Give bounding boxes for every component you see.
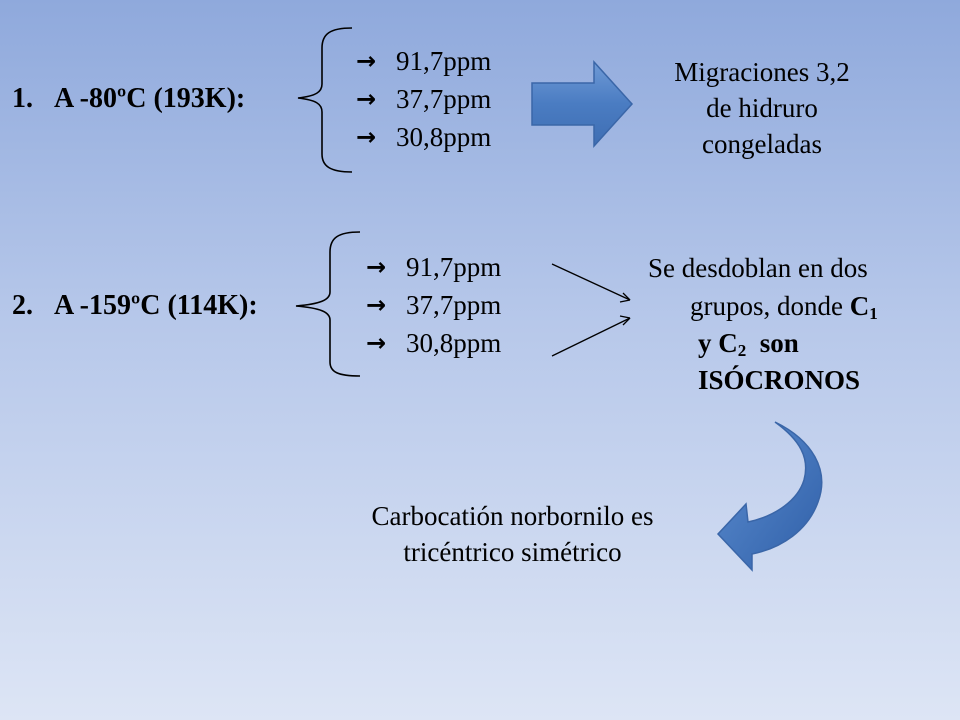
section1-number: 1. xyxy=(12,83,33,114)
section2-result-line1: Se desdoblan en dos xyxy=(648,253,868,283)
section2-result-line2: grupos, donde C1 xyxy=(690,291,878,323)
right-arrow-icon: → xyxy=(356,47,377,75)
section2-number: 2. xyxy=(12,290,33,321)
section2-label: 2. A -159ºC (114K): xyxy=(12,290,258,321)
section2-result-line4: ISÓCRONOS xyxy=(698,365,861,395)
section2-value-row: →91,7ppm xyxy=(366,252,502,282)
section1-values: →91,7ppm →37,7ppm →30,8ppm xyxy=(356,44,491,154)
section2-values: →91,7ppm →37,7ppm →30,8ppm xyxy=(366,250,501,360)
block-arrow xyxy=(531,60,634,148)
section1-value-row: →30,8ppm xyxy=(356,122,492,152)
converge-arrow-bottom xyxy=(551,317,631,357)
right-arrow-icon: → xyxy=(366,329,387,357)
curved-arrow xyxy=(716,421,823,572)
section1-label: 1. A -80ºC (193K): xyxy=(12,83,246,114)
section1-value-row: →91,7ppm xyxy=(356,46,492,76)
section1-result: Migraciones 3,2 de hidruro congeladas xyxy=(674,57,850,159)
left-brace-1 xyxy=(297,27,353,173)
right-arrow-icon: → xyxy=(366,253,387,281)
right-arrow-icon: → xyxy=(366,291,387,319)
section2-result-line3: y C2 son xyxy=(698,328,799,360)
section2-value-row: →30,8ppm xyxy=(366,328,502,358)
converge-arrow-top xyxy=(551,263,631,301)
right-arrow-icon: → xyxy=(356,123,377,151)
section1-value-row: →37,7ppm xyxy=(356,84,492,114)
right-arrow-icon: → xyxy=(356,85,377,113)
left-brace-2 xyxy=(295,231,361,377)
section2-value-row: →37,7ppm xyxy=(366,290,502,320)
conclusion: Carbocatión norbornilo es tricéntrico si… xyxy=(371,501,654,567)
